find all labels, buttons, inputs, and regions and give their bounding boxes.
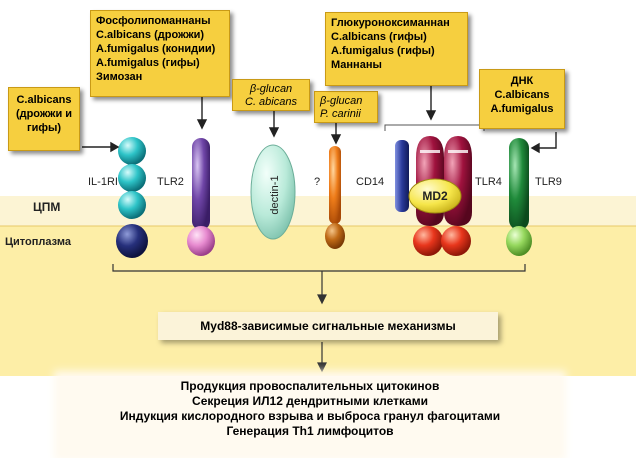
pathway-bracket (112, 264, 526, 373)
cd14-receptor (395, 140, 409, 212)
ligand-line: C.albicans (16, 94, 72, 106)
membrane-label: ЦПМ (33, 200, 61, 214)
unknown-receptor (325, 146, 345, 249)
effect-item: Продукция провоспалительных цитокинов (180, 379, 440, 393)
tlr2-label: TLR2 (157, 176, 184, 188)
ligand-line: Маннаны (331, 59, 382, 71)
cd14-label: CD14 (356, 176, 385, 188)
tlr4-complex-bracket (384, 124, 485, 131)
ligand-line: Глюкуроноксиманнан (331, 17, 450, 29)
membrane-band (0, 196, 636, 226)
unknown-receptor-label: ? (314, 176, 321, 188)
ligand-line: Фосфолипоманнаны (96, 15, 211, 27)
ligand-line: A.fumigalus (конидии) (96, 43, 216, 55)
ligand-line: P. carinii (320, 108, 361, 120)
cytoplasm-label: Цитоплазма (5, 236, 71, 248)
tlr9-ligand-box: ДНК C.albicans A.fumigalus (479, 69, 565, 129)
dectin1-label: dectin-1 (269, 175, 281, 214)
md2-label: MD2 (422, 189, 448, 203)
ligand-line: C. abicans (245, 96, 297, 108)
ligand-line: C.albicans (494, 89, 550, 101)
beta-glucan-pcarinii-box: β-glucan P. carinii (314, 91, 378, 123)
ligand-line: C.albicans (гифы) (331, 31, 427, 43)
calbicans-ligand-box: C.albicans (дрожжи и гифы) (8, 87, 80, 151)
ligand-line: β-glucan (249, 83, 293, 95)
il1ri-label: IL-1RI (88, 176, 118, 188)
ligand-line: A.fumigalus (490, 103, 554, 115)
tlr9-receptor (506, 138, 532, 256)
effects-list: Продукция провоспалительных цитокинов Се… (60, 377, 560, 455)
effect-item: Индукция кислородного взрыва и выброса г… (119, 409, 501, 423)
effect-item: Генерация Th1 лимфоцитов (226, 424, 394, 438)
ligand-arrows (82, 86, 557, 154)
ligand-line: C.albicans (дрожжи) (96, 29, 205, 41)
ligand-line: (дрожжи и (15, 108, 73, 120)
ligand-line: A.fumigalus (гифы) (331, 45, 435, 57)
ligand-line: A.fumigalus (гифы) (96, 57, 200, 69)
tlr2-ligand-box: Фосфолипоманнаны C.albicans (дрожжи) A.f… (90, 10, 230, 97)
myd88-pathway-box: Myd88-зависимые сигнальные механизмы (158, 312, 498, 340)
tlr2-receptor (187, 138, 215, 256)
dectin1-receptor (250, 144, 296, 240)
ligand-line: гифы) (26, 122, 62, 134)
tlr4-ligand-box: Глюкуроноксиманнан C.albicans (гифы) A.f… (325, 12, 468, 86)
ligand-line: β-glucan (320, 95, 363, 107)
tlr9-label: TLR9 (535, 176, 562, 188)
tlr4-label: TLR4 (475, 176, 502, 188)
md2-protein (408, 178, 462, 214)
effect-item: Секреция ИЛ12 дендритными клетками (192, 394, 428, 408)
beta-glucan-calbicans-box: β-glucan C. abicans (232, 79, 310, 111)
cytoplasm-band (0, 226, 636, 376)
ligand-line: Зимозан (96, 71, 143, 83)
il1ri-receptor (116, 137, 148, 258)
ligand-line: ДНК (510, 75, 534, 87)
